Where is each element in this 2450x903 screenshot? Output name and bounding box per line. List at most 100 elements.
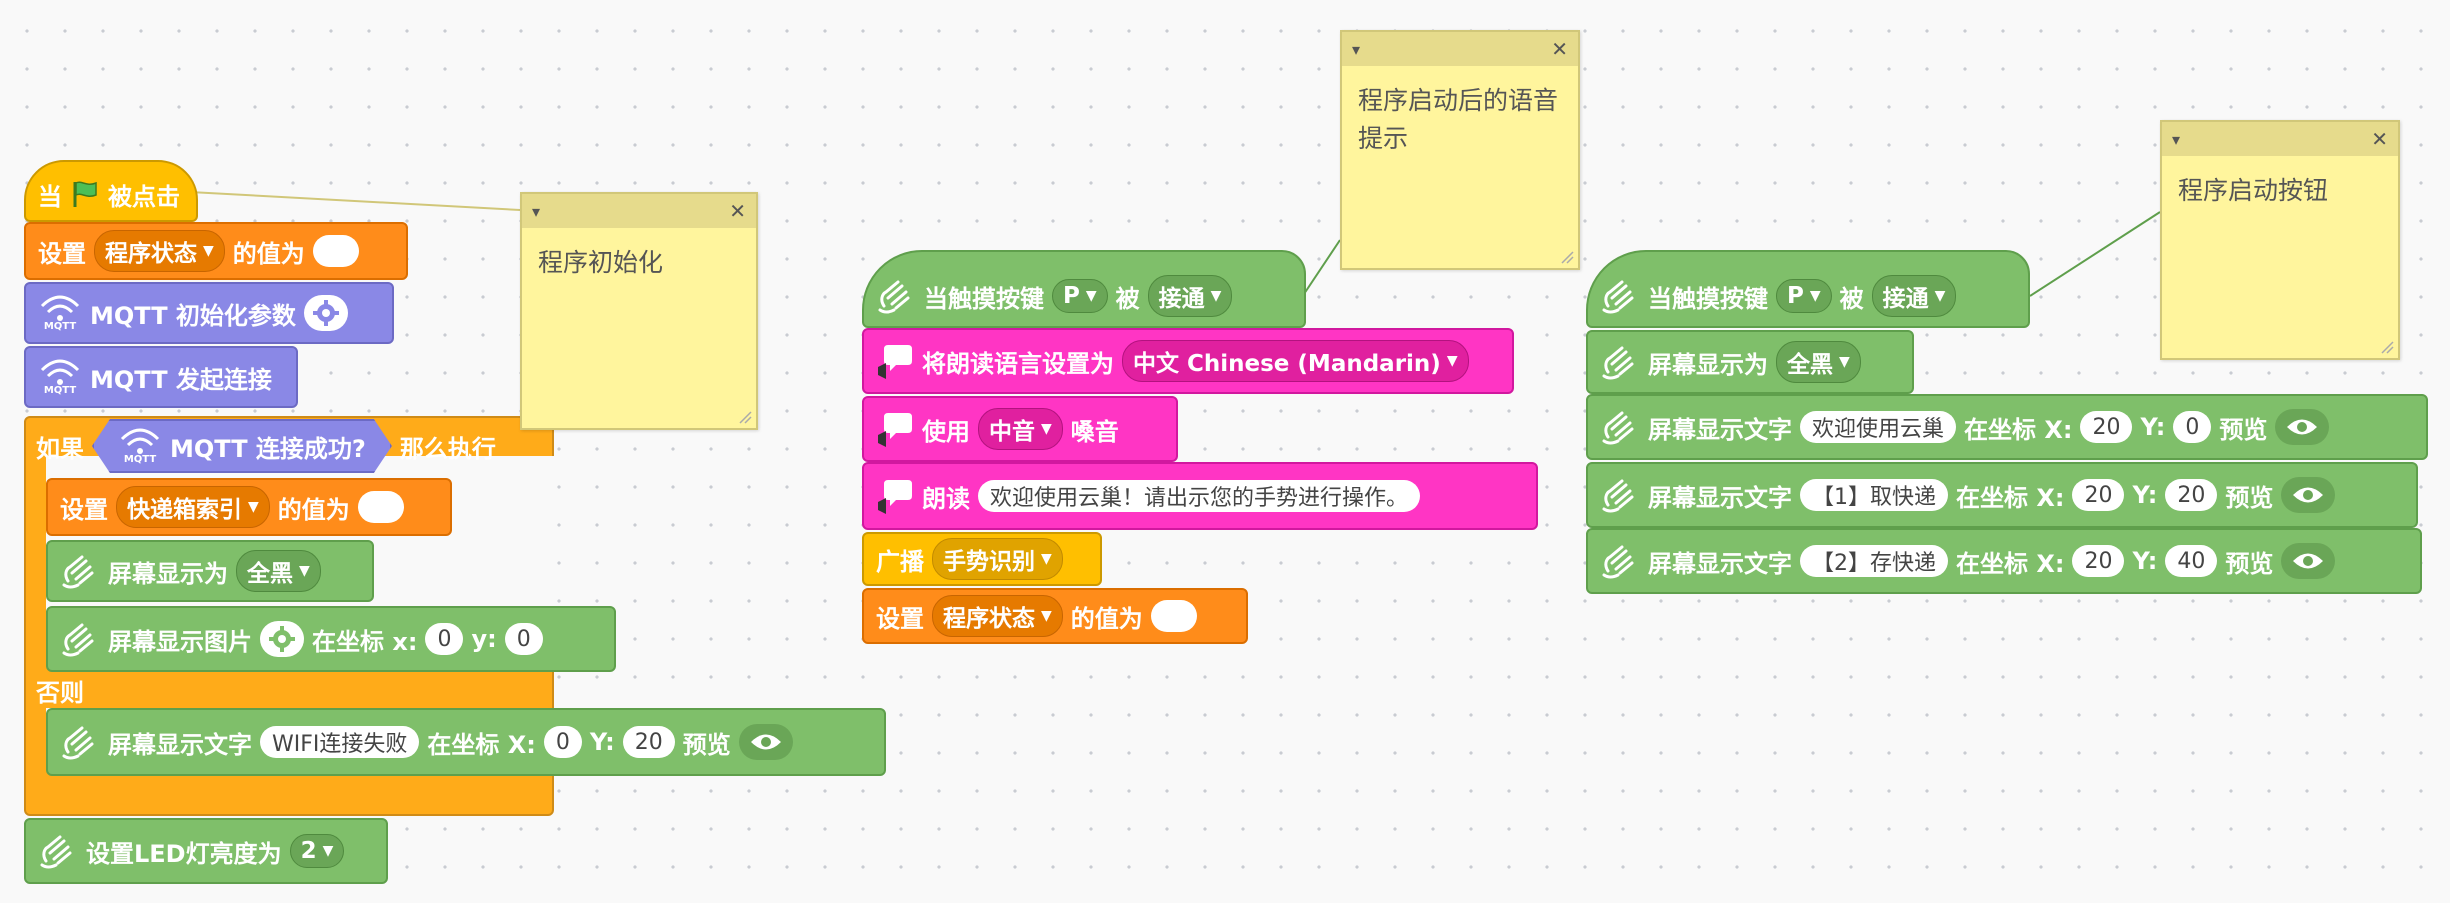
hand-icon [62, 623, 94, 657]
speak-block[interactable]: 朗读 欢迎使用云巢！请出示您的手势进行操作。 [862, 462, 1538, 530]
when-prefix: 当 [38, 182, 62, 211]
collapse-icon[interactable]: ▾ [2172, 129, 2181, 149]
eye-icon[interactable] [2281, 477, 2336, 513]
note-header[interactable]: ▾ ✕ [2162, 122, 2398, 156]
y-input[interactable]: 20 [2165, 479, 2218, 511]
screen-image-block[interactable]: 屏幕显示图片 在坐标 x: 0 y: 0 [46, 606, 616, 672]
touch-state-dropdown[interactable]: 接通▼ [1147, 275, 1233, 317]
text-input[interactable]: 【1】取快递 [1800, 479, 1948, 511]
note-header[interactable]: ▾ ✕ [522, 194, 756, 228]
eye-icon[interactable] [738, 724, 793, 760]
if-header[interactable]: 如果 MQTT MQTT 连接成功? 那么执行 [24, 416, 554, 476]
flag-icon [73, 181, 97, 207]
comment-note[interactable]: ▾ ✕ 程序初始化 [520, 192, 758, 430]
set-speak-language-block[interactable]: 将朗读语言设置为 中文 Chinese (Mandarin)▼ [862, 328, 1514, 394]
x-input[interactable]: 0 [543, 726, 582, 758]
then-label: 那么执行 [399, 434, 496, 463]
speak-text-input[interactable]: 欢迎使用云巢！请出示您的手势进行操作。 [978, 480, 1421, 512]
note-header[interactable]: ▾ ✕ [1342, 32, 1578, 66]
resize-handle[interactable] [738, 410, 752, 424]
mqtt-connect-block[interactable]: MQTT MQTT 发起连接 [24, 346, 298, 408]
screen-text-block[interactable]: 屏幕显示文字 【2】存快递 在坐标 X: 20 Y: 40 预览 [1586, 528, 2422, 594]
hand-icon [1602, 346, 1634, 380]
variable-dropdown[interactable]: 程序状态▼ [932, 595, 1063, 637]
hand-icon [62, 726, 94, 760]
when-touch-key-block[interactable]: 当触摸按键 P▼ 被 接通▼ [1586, 250, 2030, 328]
close-icon[interactable]: ✕ [1551, 37, 1568, 61]
note-text[interactable]: 程序启动后的语音提示 [1358, 86, 1559, 153]
screen-fill-block[interactable]: 屏幕显示为 全黑▼ [1586, 330, 1914, 394]
broadcast-block[interactable]: 广播 手势识别▼ [862, 532, 1102, 586]
hand-icon [878, 280, 910, 314]
gear-icon[interactable] [303, 295, 348, 331]
close-icon[interactable]: ✕ [729, 199, 746, 223]
touch-state-dropdown[interactable]: 接通▼ [1871, 275, 1957, 317]
screen-text-block[interactable]: 屏幕显示文字 WIFI连接失败 在坐标 X: 0 Y: 20 预览 [46, 708, 886, 776]
led-brightness-dropdown[interactable]: 2▼ [289, 834, 345, 868]
else-label: 否则 [36, 678, 84, 707]
hand-icon [1602, 411, 1634, 445]
value-input[interactable] [1150, 600, 1197, 632]
y-input[interactable]: 20 [622, 726, 675, 758]
voice-dropdown[interactable]: 中音▼ [978, 408, 1063, 450]
set-variable-block[interactable]: 设置 快递箱索引▼ 的值为 [46, 478, 452, 536]
gear-icon[interactable] [260, 621, 304, 657]
text-input[interactable]: 【2】存快递 [1800, 545, 1948, 577]
screen-color-dropdown[interactable]: 全黑▼ [1776, 341, 1861, 383]
comment-note[interactable]: ▾ ✕ 程序启动后的语音提示 [1340, 30, 1580, 270]
mqtt-init-label: MQTT 初始化参数 [90, 301, 296, 330]
set-voice-block[interactable]: 使用 中音▼ 嗓音 [862, 396, 1178, 462]
touch-key-dropdown[interactable]: P▼ [1776, 279, 1832, 313]
hand-icon [1602, 280, 1634, 314]
text-input[interactable]: WIFI连接失败 [260, 726, 420, 758]
collapse-icon[interactable]: ▾ [1352, 39, 1361, 59]
resize-handle[interactable] [2380, 340, 2394, 354]
y-input[interactable]: 0 [2173, 411, 2212, 443]
value-input[interactable] [312, 235, 359, 267]
text-input[interactable]: 欢迎使用云巢 [1800, 411, 1957, 443]
screen-text-block[interactable]: 屏幕显示文字 【1】取快递 在坐标 X: 20 Y: 20 预览 [1586, 462, 2418, 528]
x-input[interactable]: 20 [2072, 545, 2125, 577]
x-input[interactable]: 20 [2080, 411, 2133, 443]
set-variable-block[interactable]: 设置 程序状态▼ 的值为 [24, 222, 408, 280]
speech-bubble-icon [878, 480, 912, 514]
screen-text-block[interactable]: 屏幕显示文字 欢迎使用云巢 在坐标 X: 20 Y: 0 预览 [1586, 394, 2428, 460]
touch-key-dropdown[interactable]: P▼ [1052, 279, 1108, 313]
eye-icon[interactable] [2275, 409, 2330, 445]
screen-fill-block[interactable]: 屏幕显示为 全黑▼ [46, 540, 374, 602]
value-input[interactable] [357, 491, 404, 523]
y-input[interactable]: 0 [504, 623, 543, 655]
mqtt-init-block[interactable]: MQTT MQTT 初始化参数 [24, 282, 394, 344]
set-variable-block[interactable]: 设置 程序状态▼ 的值为 [862, 588, 1248, 644]
led-brightness-block[interactable]: 设置LED灯亮度为 2▼ [24, 818, 388, 884]
collapse-icon[interactable]: ▾ [532, 201, 541, 221]
x-input[interactable]: 0 [425, 623, 464, 655]
speech-bubble-icon [878, 413, 912, 447]
hand-icon [62, 555, 94, 589]
hand-icon [1602, 479, 1634, 513]
set-label: 设置 [38, 239, 86, 268]
wifi-icon: MQTT [38, 358, 82, 396]
broadcast-message-dropdown[interactable]: 手势识别▼ [932, 538, 1063, 580]
when-flag-clicked-block[interactable]: 当 被点击 [24, 160, 198, 222]
note-text[interactable]: 程序启动按钮 [2178, 176, 2329, 205]
eye-icon[interactable] [2281, 543, 2336, 579]
hand-icon [40, 835, 72, 869]
variable-dropdown[interactable]: 程序状态▼ [94, 230, 225, 272]
when-touch-key-block[interactable]: 当触摸按键 P▼ 被 接通▼ [862, 250, 1306, 328]
y-input[interactable]: 40 [2165, 545, 2218, 577]
wifi-icon: MQTT [38, 294, 82, 332]
language-dropdown[interactable]: 中文 Chinese (Mandarin)▼ [1122, 340, 1469, 382]
if-label: 如果 [36, 434, 84, 463]
mqtt-connected-condition[interactable]: MQTT MQTT 连接成功? [92, 419, 392, 473]
x-input[interactable]: 20 [2072, 479, 2125, 511]
comment-note[interactable]: ▾ ✕ 程序启动按钮 [2160, 120, 2400, 360]
wifi-icon: MQTT [118, 427, 162, 465]
value-label: 的值为 [232, 239, 305, 268]
note-text[interactable]: 程序初始化 [538, 248, 664, 277]
variable-dropdown[interactable]: 快递箱索引▼ [116, 486, 270, 528]
close-icon[interactable]: ✕ [2371, 127, 2388, 151]
screen-color-dropdown[interactable]: 全黑▼ [236, 550, 321, 592]
resize-handle[interactable] [1560, 250, 1574, 264]
